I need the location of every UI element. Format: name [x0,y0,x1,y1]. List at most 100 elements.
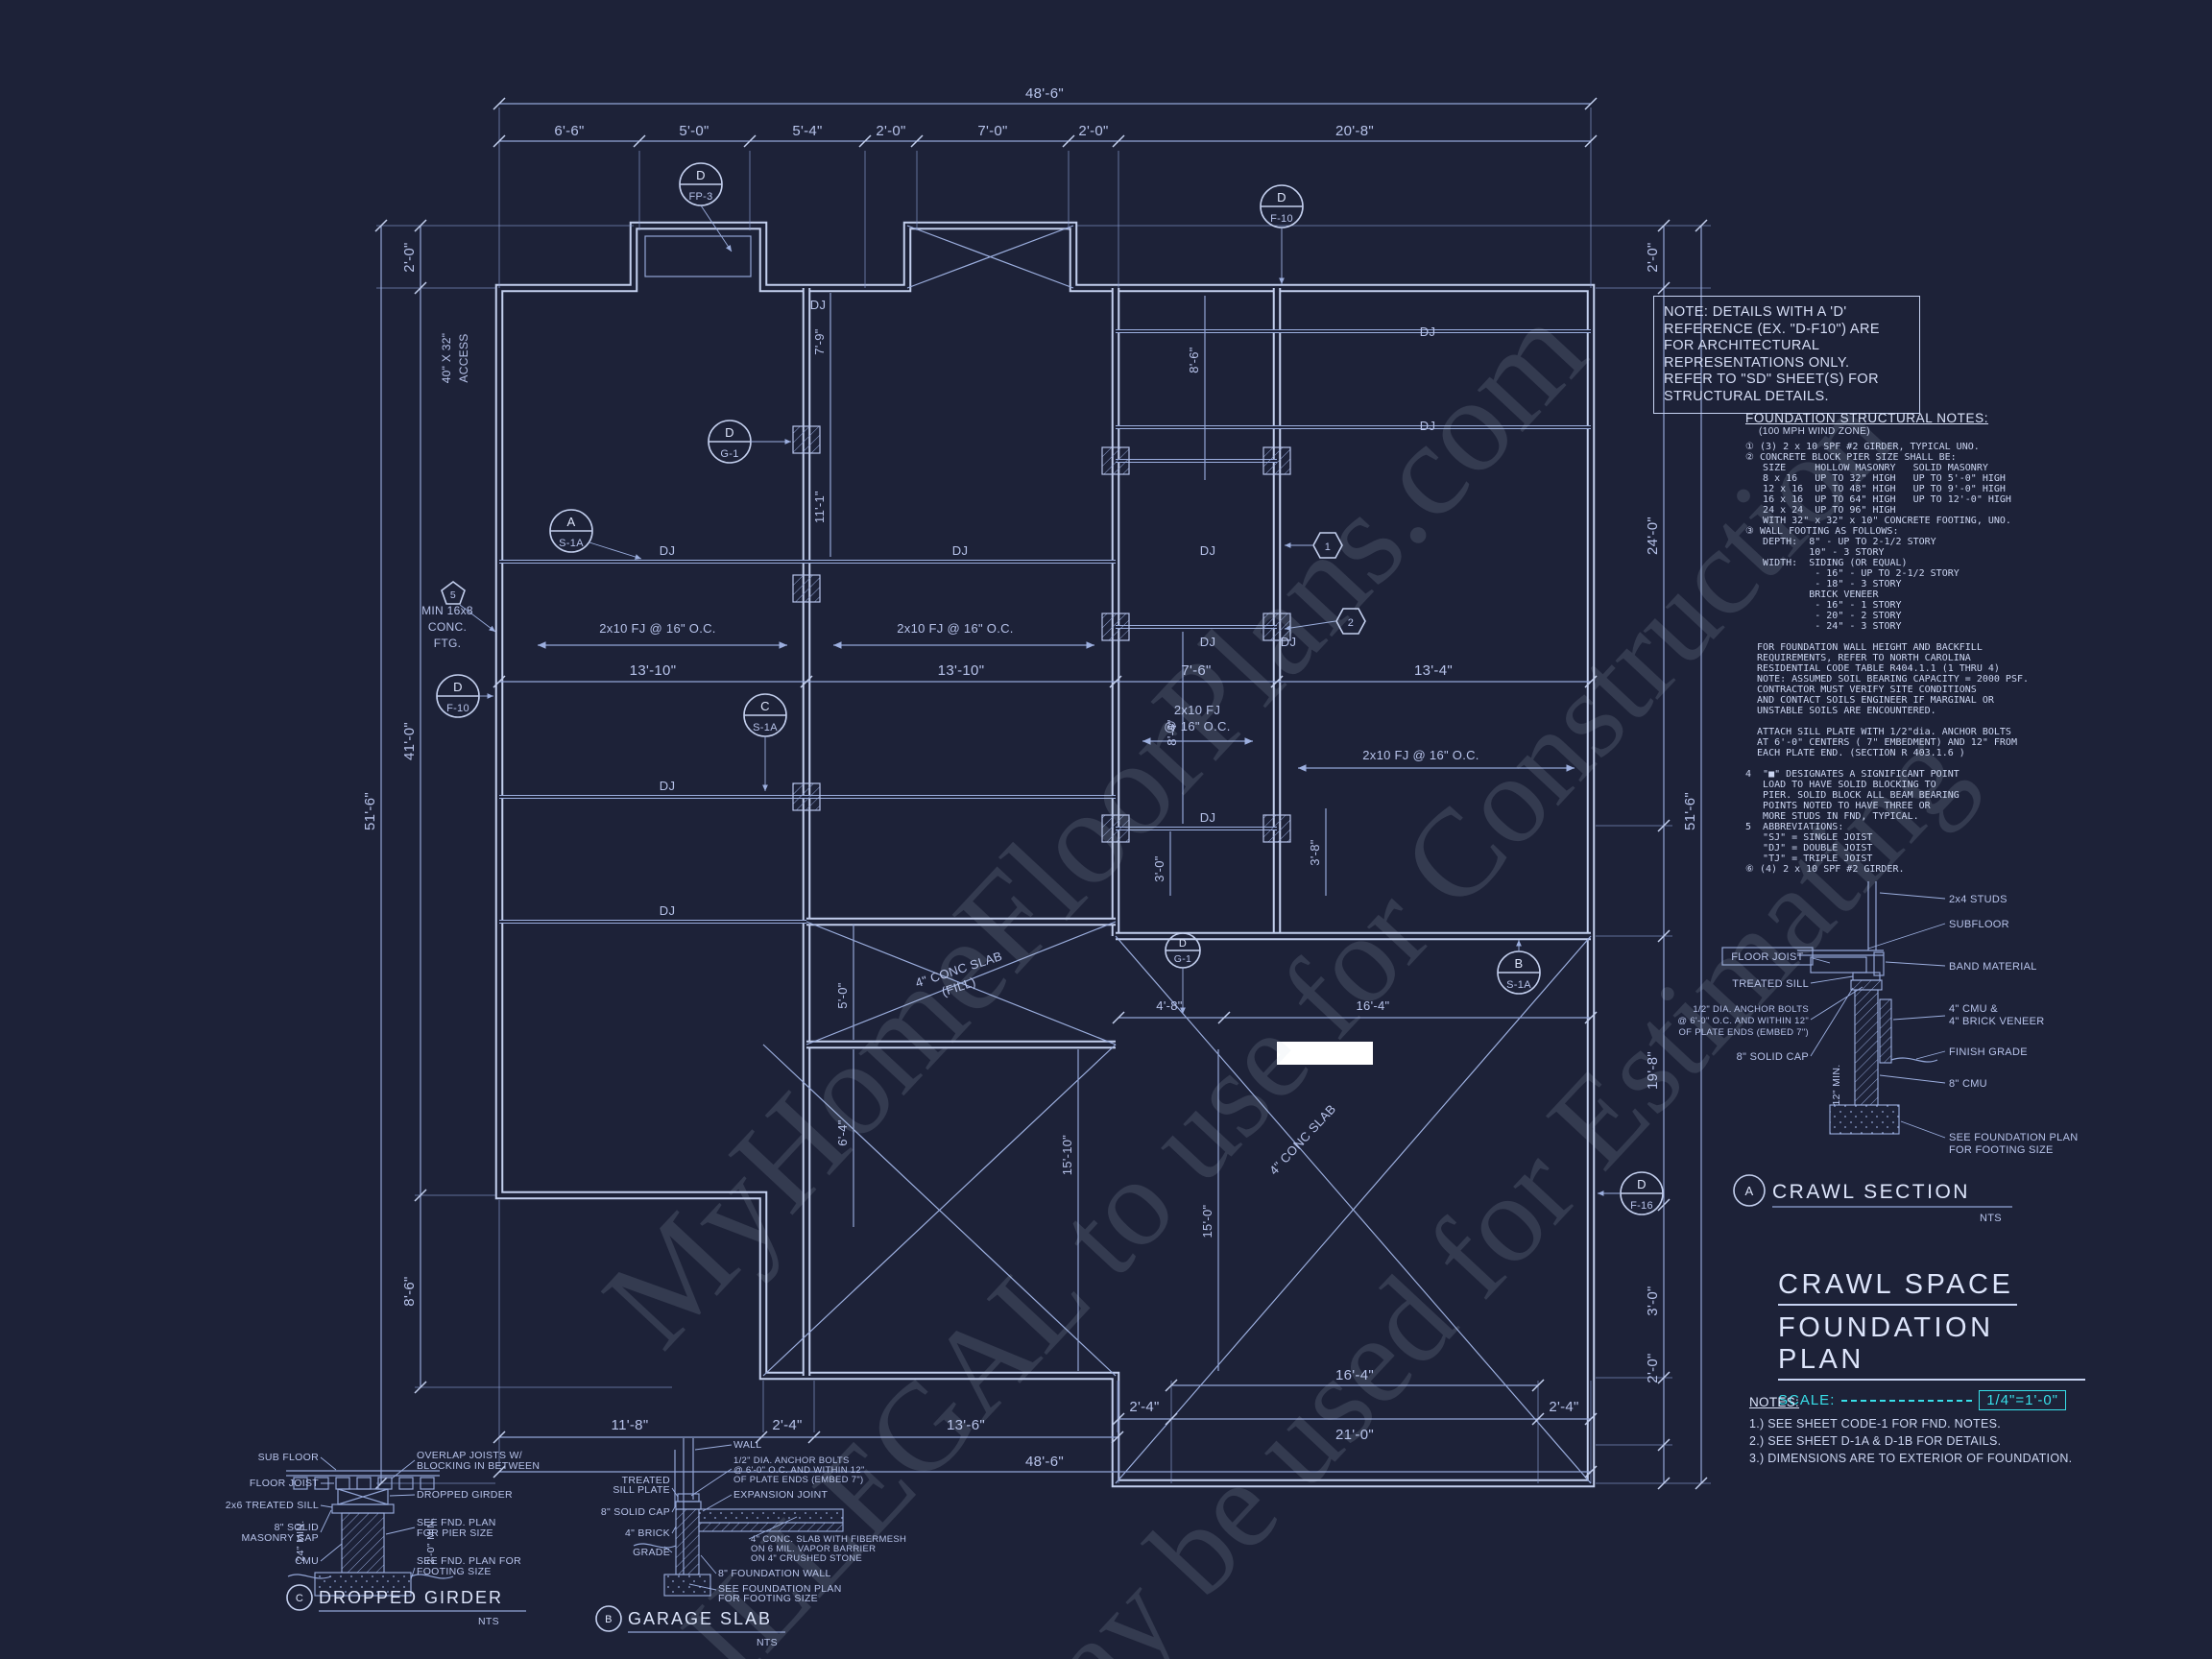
detail-letter: B [605,1614,613,1625]
structural-note-line: BRICK VENEER [1745,589,1879,600]
garage-label: FOR FOOTING SIZE [718,1593,818,1604]
nts-label: NTS [1980,1213,2002,1224]
scale-value: 1/4"=1'-0" [1979,1390,2066,1410]
dim-label: 7'-9" [812,328,827,354]
dim-label: 13'-10" [938,662,985,679]
girder-label: 2'-0" MIN. [425,1518,437,1565]
crawl-label: 12" MIN. [1831,1065,1842,1106]
dim-label: 13'-4" [1414,662,1453,679]
structural-note-line: "SJ" = SINGLE JOIST [1745,832,1873,843]
note-box-line: NOTE: DETAILS WITH A 'D' [1664,304,1847,320]
marker-letter: D [696,168,706,182]
structural-note-line: ATTACH SILL PLATE WITH 1/2"dia. ANCHOR B… [1745,727,2011,737]
girder-label: 2x6 TREATED SILL [226,1500,319,1511]
dim-label: 2'-0" [401,242,418,272]
garage-label: TREATED [622,1475,670,1486]
dim-label: 11'-8" [612,1417,649,1433]
structural-note-line: CONTRACTOR MUST VERIFY SITE CONDITIONS [1745,685,1977,695]
crawl-label: @ 6'-0" O.C. AND WITHIN 12" [1677,1016,1809,1026]
dropped-girder-detail: SUB FLOOR FLOOR JOIST 2x6 TREATED SILL 8… [226,1450,540,1627]
title-block: CRAWL SPACE FOUNDATION PLAN SCALE: 1/4"=… [1778,1269,2085,1410]
crawl-label: 4" BRICK VENEER [1949,1016,2045,1027]
note-box-line: REFERENCE (EX. "D-F10") ARE [1664,321,1880,337]
joist-label: 2x10 FJ @ 16" O.C. [599,621,715,636]
dim-label: 16'-4" [1357,998,1390,1013]
garage-slab-detail: WALL 1/2" DIA. ANCHOR BOLTS @ 6'-0" O.C.… [595,1438,906,1648]
hex-number: 1 [1325,541,1331,553]
marker-letter: C [760,699,770,713]
dj-label: DJ [1420,325,1436,339]
marker-code: F-10 [1270,213,1293,225]
dj-label: DJ [1420,419,1436,433]
crawl-label: OF PLATE ENDS (EMBED 7") [1678,1027,1809,1038]
structural-note-line: LOAD TO HAVE SOLID BLOCKING TO [1745,780,1936,790]
marker-code: FP-3 [688,191,712,203]
garage-label: ON 6 MIL. VAPOR BARRIER [751,1544,876,1554]
note-box-line: REFER TO "SD" SHEET(S) FOR [1664,372,1879,387]
structural-note-line: EACH PLATE END. (SECTION R 403.1.6 ) [1745,748,1965,758]
garage-label: 8" FOUNDATION WALL [718,1568,831,1579]
dim-label: 21'-0" [1335,1427,1374,1443]
structural-note-line: ① (3) 2 x 10 SPF #2 GIRDER, TYPICAL UNO. [1745,442,1980,452]
pentagon-number: 5 [450,589,456,601]
ftg-note: MIN 16x8 [421,604,473,617]
structural-note-line: - 20" - 2 STORY [1745,611,1902,621]
scale-row: SCALE: 1/4"=1'-0" [1778,1390,2066,1410]
detail-letter: A [1745,1184,1754,1198]
hex-number: 2 [1348,617,1354,629]
hex-marker-2: 2 [1284,608,1366,635]
garage-label: OF PLATE ENDS (EMBED 7") [733,1475,864,1485]
dim-label: 2'-4" [1549,1399,1578,1415]
ftg-note: CONC. [428,620,467,634]
marker-code: F-16 [1630,1200,1653,1212]
girder-label: DROPPED GIRDER [417,1489,513,1501]
structural-note-line: WITH 32" x 32" x 10" CONCRETE FOOTING, U… [1745,516,2011,526]
marker-letter: D [1179,938,1187,950]
dj-label: DJ [952,543,969,558]
dim-label: 8'-4" [1165,719,1179,745]
garage-label: WALL [733,1439,761,1451]
structural-note-line: NOTE: ASSUMED SOIL BEARING CAPACITY = 20… [1745,674,2030,685]
marker-b-s1a: B S-1A [1497,940,1541,995]
girder-label: MASONRY CAP [241,1532,319,1544]
sheet-title-line-2: FOUNDATION PLAN [1778,1312,2085,1381]
access-label: 40" X 32" [440,333,453,384]
dim-label: 2'-4" [1129,1399,1159,1415]
note-box-line: FOR ARCHITECTURAL [1664,338,1820,353]
dim-label: 41'-0" [401,722,418,760]
hex-marker-1: 1 [1285,532,1343,559]
crawl-section-detail: FLOOR JOIST TREATED SILL 1/2" DIA. ANCHO… [1677,881,2078,1224]
dim-label: 3'-0" [1645,1286,1661,1315]
joist-label: 2x10 FJ [1174,703,1220,717]
dim-label: 8'-6" [1187,347,1201,373]
girder-label: OVERLAP JOISTS W/ [417,1450,522,1461]
structural-note-line: 5 ABBREVIATIONS: [1745,822,1844,832]
garage-label: GRADE [633,1547,670,1558]
dim-label: 11'-1" [812,491,827,523]
girder-label: FOOTING SIZE [417,1566,492,1577]
marker-letter: A [567,515,576,529]
dim-label: 8'-6" [401,1276,418,1306]
dimension-lines [374,97,1711,1490]
dim-label: 5'-0" [679,123,709,139]
dim-label: 48'-6" [1025,1454,1064,1470]
dim-label: 5'-4" [792,123,822,139]
girder-label: 24" MIN. [295,1521,306,1562]
dim-label: 2'-4" [772,1417,802,1433]
dj-label: DJ [1200,810,1216,825]
dim-label: 3'-8" [1308,839,1322,865]
nts-label: NTS [757,1637,778,1648]
marker-letter: B [1515,956,1524,971]
crawl-label: BAND MATERIAL [1949,961,2037,973]
structural-note-line: 10" - 3 STORY [1745,547,1885,558]
reference-markers: D FP-3 D F-10 D G-1 A S-1A C S-1A [436,162,1664,1215]
structural-note-line: UNSTABLE SOILS ARE ENCOUNTERED. [1745,706,1936,716]
garage-label: ON 4" CRUSHED STONE [751,1553,862,1564]
structural-note-line: "DJ" = DOUBLE JOIST [1745,843,1873,854]
dim-label: 4'-8" [1156,998,1182,1013]
marker-letter: D [725,425,734,440]
marker-code: G-1 [1174,953,1191,965]
garage-label: EXPANSION JOINT [733,1489,829,1501]
dim-label: 7'-6" [1181,662,1211,679]
ftg-note: FTG. [434,637,462,650]
